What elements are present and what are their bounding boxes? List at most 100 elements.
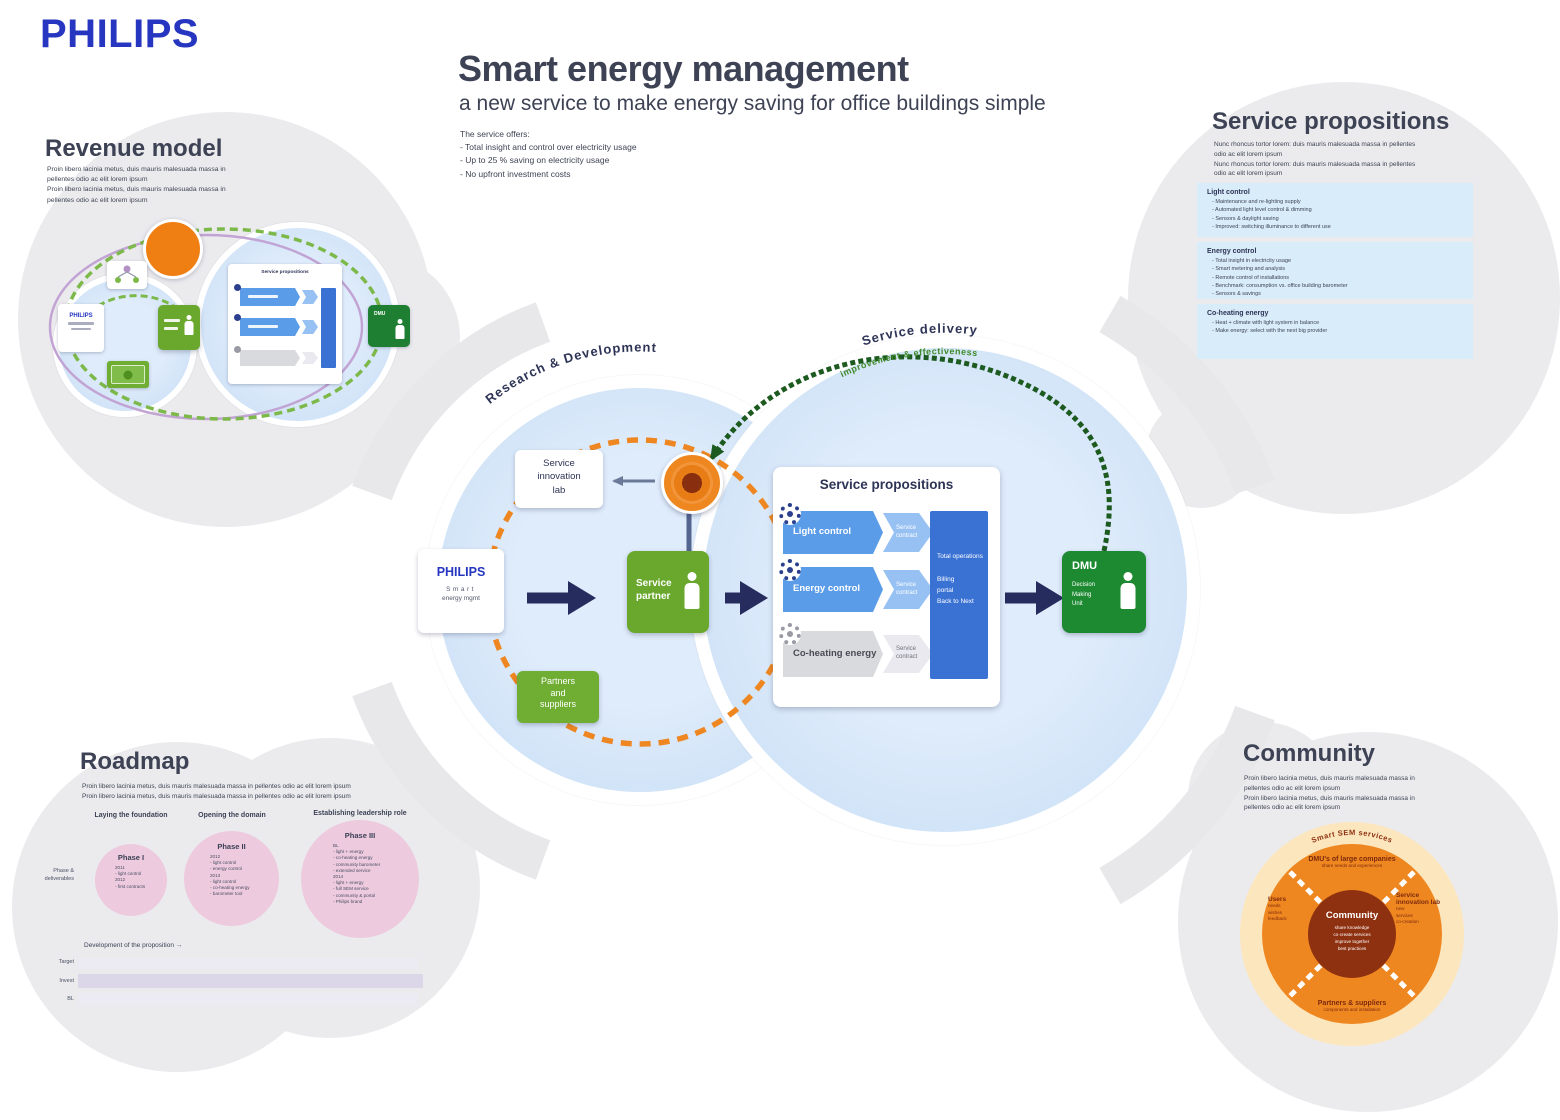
gear-icon (234, 346, 241, 353)
text-line: - Up to 25 % saving on electricity usage (460, 155, 610, 166)
text-line: Partners (540, 676, 575, 686)
text-line-placeholder (164, 327, 178, 330)
mini-dmu-title: DMU (374, 311, 386, 317)
proposition-box-energy: Energy control - Total insight in electr… (1197, 242, 1473, 299)
proposition-box-heading: Light control (1207, 189, 1250, 196)
mini-chevron (302, 352, 318, 364)
person-icon (684, 572, 700, 610)
text-line: odio ac elit lorem ipsum (1214, 170, 1283, 178)
service-partner-label: Service partner (636, 578, 672, 602)
text-line: - Total insight in electricity usage (1212, 258, 1292, 264)
text-line: - Automated light level control & dimmin… (1212, 207, 1312, 214)
chevron-line: contract (896, 589, 918, 596)
text-line: - energy control (210, 866, 242, 872)
text-line: pellentes odio ac elit lorem ipsum (1244, 804, 1341, 812)
text-line: 2012 (210, 854, 221, 859)
text-line: - Benchmark: consumption vs. office buil… (1212, 282, 1348, 289)
bar-label-1: Target (58, 959, 74, 965)
chevron-line: contract (896, 654, 918, 660)
text-line: - light + energy (333, 849, 364, 855)
text-line: co-create services (1333, 931, 1371, 937)
roadmap-column-1: Laying the foundation (94, 812, 168, 819)
text-line: Proin libero lacinia metus, duis mauris … (47, 186, 226, 194)
text-line: Proin libero lacinia metus, duis mauris … (1244, 775, 1415, 782)
text-line-placeholder (68, 322, 94, 325)
propositions-panel: Service propositions Light control Servi… (773, 467, 1000, 707)
text-line: - Heat + climate with light system in ba… (1212, 320, 1320, 326)
chevron-line: contract (896, 532, 918, 539)
community-center-title: Community (1325, 910, 1379, 921)
proposition-box-lines: - Total insight in electricity usage- Sm… (1207, 257, 1463, 298)
intro-lines: The service offers:- Total insight and c… (460, 128, 637, 181)
text-line: pellentes odio ac elit lorem ipsum (47, 176, 148, 184)
roadmap-body: Proin libero lacinia metus, duis mauris … (82, 782, 351, 802)
text-line: - Maintenance and re-lighting supply (1212, 199, 1301, 205)
text-line: - Philips brand (333, 898, 363, 904)
service-partner-box: Service partner (627, 551, 709, 633)
text-line-placeholder (248, 325, 278, 328)
bar-label-3: BL (67, 996, 74, 1002)
quadrant-title: DMU's of large companies (1308, 856, 1396, 863)
text-line: - barometer tool (210, 891, 243, 897)
quadrant-title: Service innovation lab (1396, 892, 1441, 906)
text-line: share knowledge (1334, 925, 1370, 930)
text-line: Service (543, 458, 575, 469)
roadmap-axis-label: Phase &deliverables (24, 868, 74, 883)
roadmap-column-3: Establishing leadership role (313, 810, 407, 817)
text-line: - Remote control of installations (1212, 274, 1290, 281)
proposition-box-light: Light control - Maintenance and re-light… (1197, 183, 1473, 237)
text-line: Proin libero lacinia metus, duis mauris … (1244, 794, 1415, 802)
page-subtitle: a new service to make energy saving for … (459, 92, 1046, 115)
quadrant-bottom: Partners & suppliers components and inst… (1292, 1000, 1412, 1014)
text-line: co-creation (1396, 919, 1419, 925)
proposition-box-lines: - Heat + climate with light system in ba… (1207, 319, 1463, 336)
text-line: feedback (1268, 916, 1287, 922)
mini-philips-brand: PHILIPS (69, 313, 93, 319)
philips-box-line2: energy mgmt (442, 595, 480, 602)
gear-icon (779, 503, 801, 525)
propositions-title: Service propositions (1212, 108, 1450, 135)
chevron-line: Service (896, 524, 917, 531)
text-line: suppliers (539, 699, 577, 710)
mini-propositions-panel: Service propositions (228, 264, 342, 384)
phase-name: Phase II (217, 842, 246, 851)
text-line: - Total insight and control over electri… (460, 142, 637, 153)
text-line: - light control (115, 871, 142, 877)
text-line: Total operations (937, 553, 983, 560)
banknote-icon (107, 361, 149, 388)
text-line: Unit (1072, 601, 1083, 608)
text-line: best practices (1337, 945, 1367, 951)
text-line: 2013 (210, 872, 221, 878)
innovation-target-icon (661, 452, 723, 514)
quadrant-top: DMU's of large companies share needs and… (1292, 856, 1412, 870)
quadrant-sub: components and installation (1323, 1007, 1381, 1012)
quadrant-title: Users (1268, 896, 1287, 903)
person-icon (1120, 572, 1136, 610)
philips-box: PHILIPS Smart energy mgmt (418, 549, 504, 633)
mini-band (240, 350, 300, 366)
text-line: Billing (937, 576, 955, 584)
proposition-box-lines: - Maintenance and re-lighting supply - Au… (1207, 198, 1463, 231)
text-line-placeholder (248, 295, 278, 298)
text-line: improve together (1334, 938, 1370, 944)
text-line: Nunc rhoncus tortor lorem: duis mauris m… (1214, 141, 1416, 148)
prop-row-coheating-chevron: Service contract (883, 635, 933, 673)
text-line: - Sensors & savings (1212, 291, 1261, 297)
roadmap-title: Roadmap (80, 748, 190, 775)
philips-box-brand: PHILIPS (436, 565, 486, 579)
page-title: Smart energy management (458, 48, 909, 89)
text-line: innovation (537, 471, 581, 483)
mini-panel-title: Service propositions (261, 270, 309, 275)
text-line: needs (1268, 903, 1281, 908)
text-line: - light + energy (333, 880, 364, 886)
prop-row-energy-chevron: Service contract (883, 570, 933, 609)
